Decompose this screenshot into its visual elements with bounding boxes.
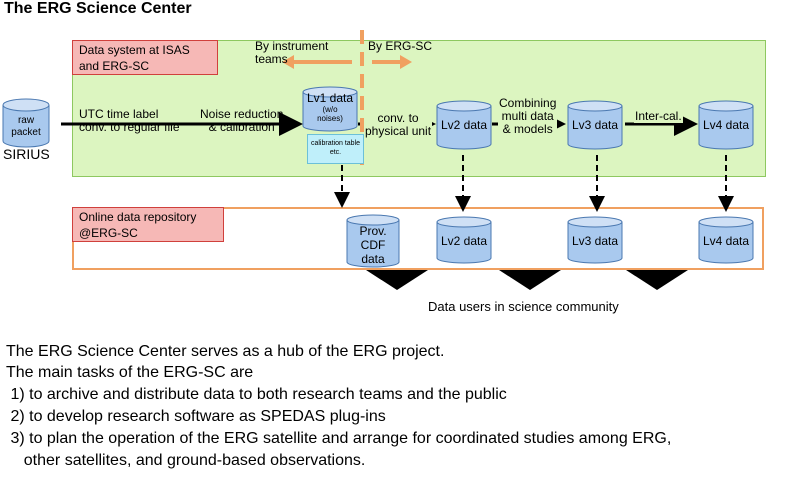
distribution-arrow-2 [499,270,561,290]
utc-label: UTC time label conv. to regular file [79,107,180,134]
repo-lv2-label: Lv2 data [440,234,488,248]
raw-packet-cylinder: raw packet [2,98,50,148]
lv2-label: Lv2 data [440,118,488,132]
lv2-cylinder: Lv2 data [436,100,492,150]
repo-lv4-cylinder: Lv4 data [698,216,754,264]
lv4-cylinder: Lv4 data [698,100,754,150]
intercal-label: Inter-cal. [634,109,683,123]
data-system-label: Data system at ISAS and ERG-SC [72,40,218,75]
task-item-3: 3) to plan the operation of the ERG sate… [6,430,672,447]
task-item-3-continued: other satellites, and ground-based obser… [6,452,366,469]
by-ergsc-label: By ERG-SC [368,39,433,53]
sirius-label: SIRIUS [3,146,50,162]
noise-reduction-label: Noise reduction & calibration [200,107,284,134]
conversion-label: conv. to physical unit [364,111,433,138]
repository-label: Online data repository @ERG-SC [72,207,224,242]
lv1-label: Lv1 data [306,91,354,105]
description-line: The ERG Science Center serves as a hub o… [6,343,445,360]
lv1-cylinder: Lv1 data (w/o noises) [302,86,358,132]
repo-lv3-label: Lv3 data [571,234,619,248]
distribution-arrow-1 [366,270,428,290]
raw-packet-label: raw packet [11,115,41,138]
lv1-sub-label: (w/o noises) [317,105,343,123]
calibration-label: calibration table etc. [310,140,361,156]
combining-label: Combining multi data & models [498,96,558,136]
by-instrument-label: By instrument teams [255,39,329,66]
lv3-label: Lv3 data [571,118,619,132]
distribution-arrow-3 [626,270,688,290]
prov-cdf-label: Prov. CDF data [359,224,387,266]
description-line: The main tasks of the ERG-SC are [6,364,254,381]
repo-lv3-cylinder: Lv3 data [567,216,623,264]
task-item-1: 1) to archive and distribute data to bot… [6,386,507,403]
task-item-2: 2) to develop research software as SPEDA… [6,408,386,425]
calibration-table: calibration table etc. [307,134,364,164]
page-title: The ERG Science Center [4,0,192,17]
repo-lv2-cylinder: Lv2 data [436,216,492,264]
repo-lv4-label: Lv4 data [702,234,750,248]
lv4-label: Lv4 data [702,118,750,132]
data-users-label: Data users in science community [428,299,619,314]
prov-cdf-cylinder: Prov. CDF data [346,214,400,268]
lv3-cylinder: Lv3 data [567,100,623,150]
